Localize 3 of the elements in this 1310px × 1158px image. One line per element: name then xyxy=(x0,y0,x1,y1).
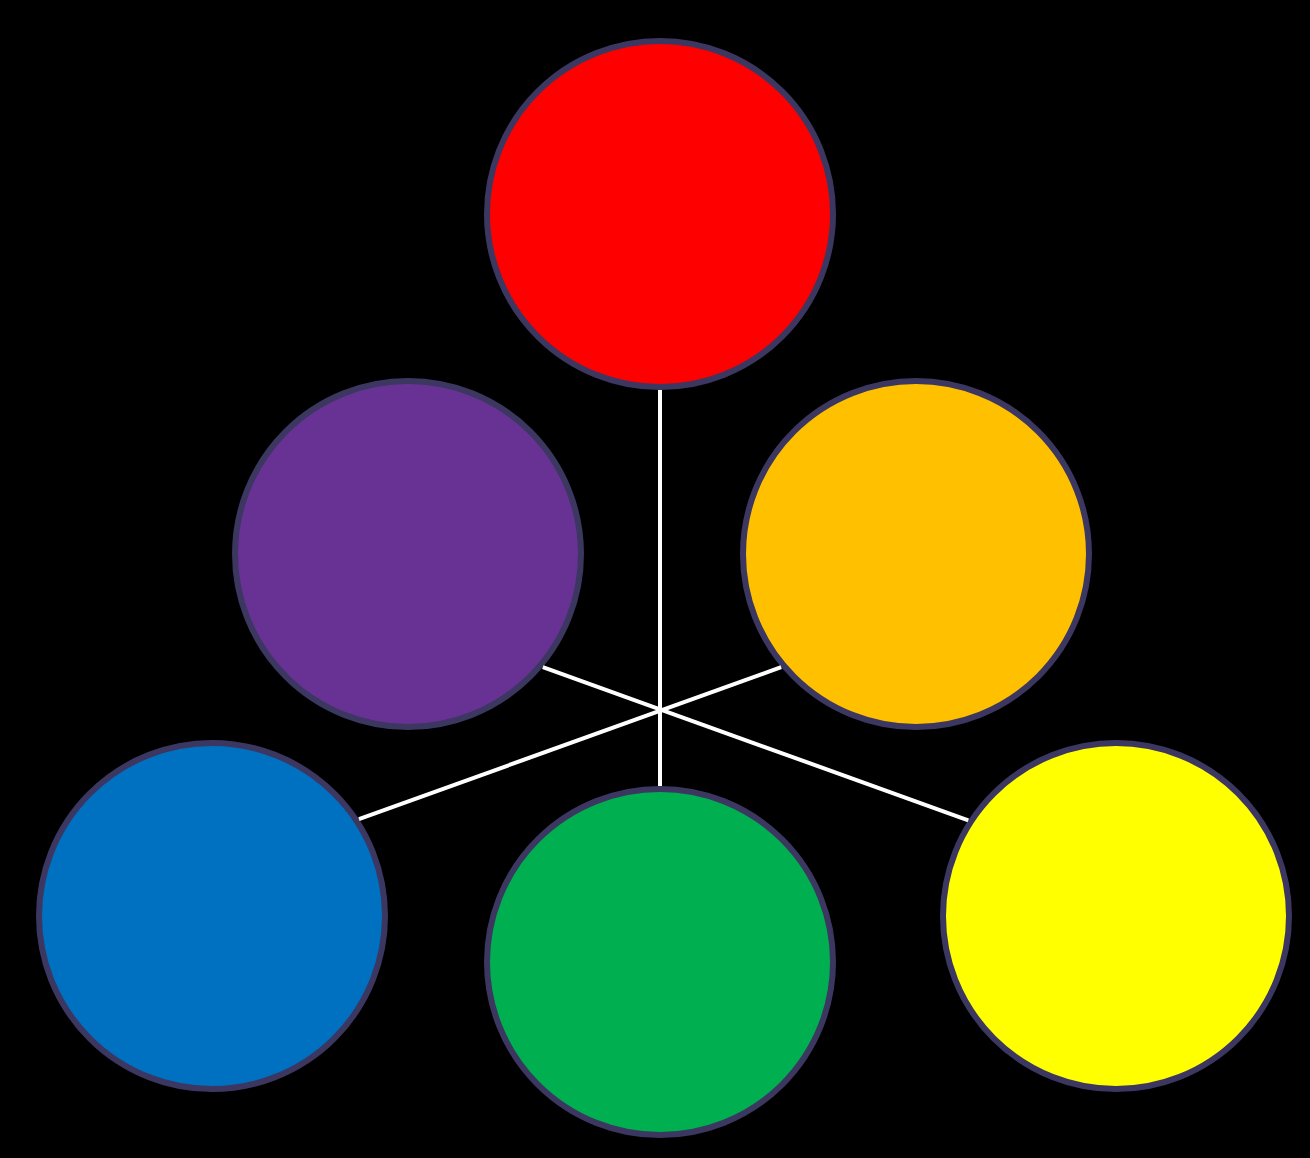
connector-line xyxy=(358,665,782,821)
connector-line xyxy=(658,390,662,786)
connector-line xyxy=(542,665,969,823)
